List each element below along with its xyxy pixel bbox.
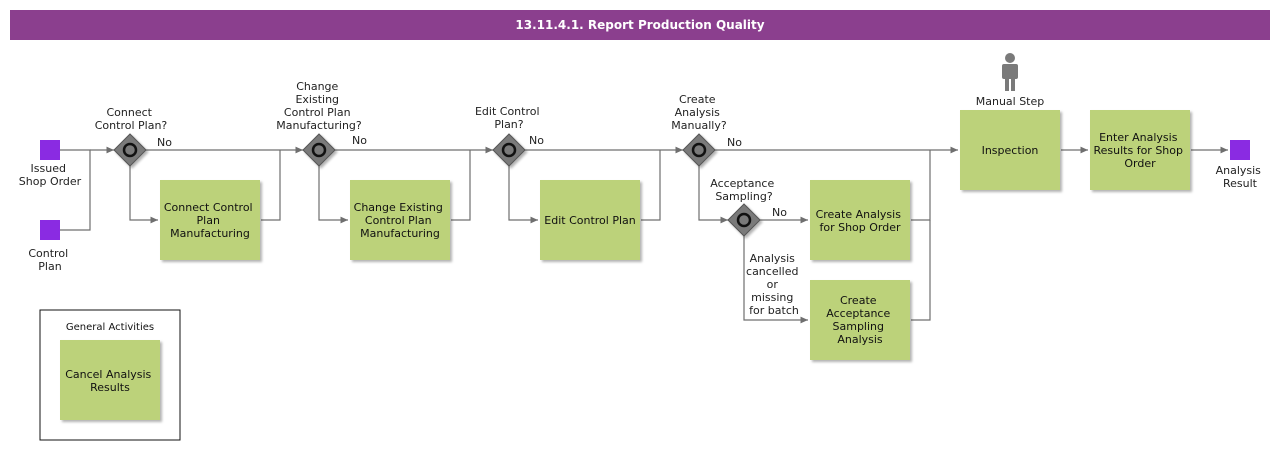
sequence-flows bbox=[60, 146, 1228, 324]
general-activities-title: General Activities bbox=[66, 322, 154, 333]
svg-text:Edit Control Plan: Edit Control Plan bbox=[544, 214, 635, 227]
flow-label-no: No bbox=[157, 136, 172, 149]
start-event-control-plan[interactable] bbox=[40, 220, 60, 240]
gateway-acceptance-sampling-label: Acceptance Sampling? bbox=[710, 177, 778, 203]
svg-text:Create Analysis for Shop: Create Analysis for Shop Order bbox=[816, 208, 905, 234]
activity-change-existing-control-plan[interactable]: Change Existing Control Plan Manufacturi… bbox=[350, 180, 450, 260]
activity-connect-control-plan[interactable]: Connect Control Plan Manufacturing bbox=[160, 180, 260, 260]
svg-text:Inspection: Inspection bbox=[982, 144, 1039, 157]
flow-label-no: No bbox=[529, 134, 544, 147]
svg-text:Cancel Analysis Results: Cancel Analysis Results bbox=[65, 368, 155, 394]
gateway-change-existing-label: Change Existing Control Plan Manufacturi… bbox=[276, 80, 362, 132]
gateway-edit-control-plan[interactable] bbox=[492, 133, 526, 167]
activity-inspection[interactable]: Inspection bbox=[960, 110, 1060, 190]
svg-text:Enter Analysis Results f: Enter Analysis Results for Shop Order bbox=[1093, 131, 1186, 170]
svg-text:Connect Control Plan: Connect Control Plan Manufacturing bbox=[164, 201, 256, 240]
activity-create-acceptance-sampling[interactable]: Create Acceptance Sampling Analysis bbox=[810, 280, 910, 360]
gateway-create-analysis-manually-label: Create Analysis Manually? bbox=[671, 93, 727, 132]
activity-create-analysis-shop-order[interactable]: Create Analysis for Shop Order bbox=[810, 180, 910, 260]
issued-shop-order-label: Issued Shop Order bbox=[19, 162, 82, 188]
gateway-create-analysis-manually[interactable] bbox=[682, 133, 716, 167]
svg-text:Create Acceptance: Create Acceptance Sampling Analysis bbox=[826, 294, 894, 346]
gateway-connect-control-plan[interactable] bbox=[113, 133, 147, 167]
gateway-acceptance-sampling[interactable] bbox=[727, 203, 761, 237]
person-icon bbox=[1002, 53, 1018, 91]
gateway-edit-control-plan-label: Edit Control Plan? bbox=[475, 105, 543, 131]
gateway-connect-control-plan-label: Connect Control Plan? bbox=[95, 106, 168, 132]
svg-text:Change Existing Control: Change Existing Control Plan Manufacturi… bbox=[354, 201, 447, 240]
flow-label-no: No bbox=[352, 134, 367, 147]
end-event-analysis-result[interactable] bbox=[1230, 140, 1250, 160]
flow-label-no: No bbox=[727, 136, 742, 149]
manual-step-label: Manual Step bbox=[976, 95, 1045, 108]
activity-enter-analysis-results[interactable]: Enter Analysis Results for Shop Order bbox=[1090, 110, 1190, 190]
control-plan-label: Control Plan bbox=[28, 247, 71, 273]
diagram-title: 13.11.4.1. Report Production Quality bbox=[10, 10, 1270, 40]
flow-label-analysis-cancelled: Analysis cancelled or missing for batch bbox=[746, 252, 802, 317]
activity-edit-control-plan[interactable]: Edit Control Plan bbox=[540, 180, 640, 260]
gateway-change-existing[interactable] bbox=[302, 133, 336, 167]
analysis-result-label: Analysis Result bbox=[1216, 164, 1265, 190]
general-activities-box bbox=[39, 309, 181, 441]
flow-label-no: No bbox=[772, 206, 787, 219]
activity-cancel-analysis-results[interactable]: Cancel Analysis Results bbox=[60, 340, 160, 420]
start-event-issued-shop-order[interactable] bbox=[40, 140, 60, 160]
